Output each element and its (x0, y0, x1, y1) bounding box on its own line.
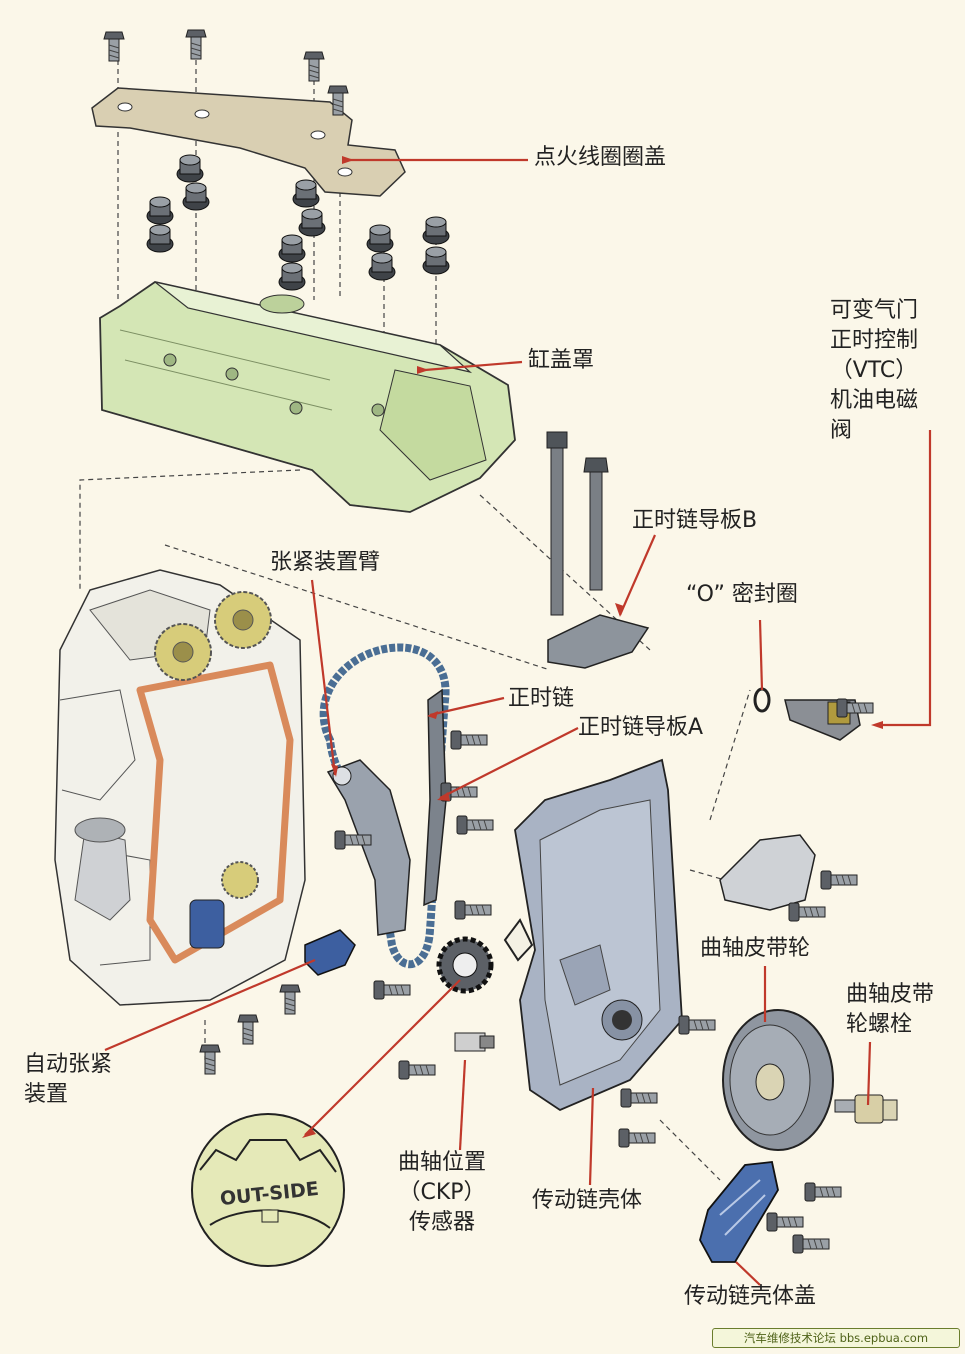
leader-lines (104, 158, 932, 1286)
engine-mount-bracket (719, 834, 816, 911)
label-chain-guide-a: 正时链导板A (578, 715, 704, 740)
chain-case-cover (699, 1161, 779, 1263)
label-vtc-valve: 可变气门 正时控制 （VTC） 机油电磁 阀 (830, 296, 918, 446)
watermark-stamp: 汽车维修技术论坛 bbs.epbua.com (712, 1328, 960, 1348)
chain-case (514, 758, 683, 1112)
label-vtc-line4: 机油电磁 (830, 388, 919, 413)
label-timing-chain: 正时链 (508, 686, 575, 711)
chain-guide-a (423, 688, 447, 907)
crank-pulley (722, 1009, 834, 1151)
label-auto-tensioner: 自动张紧 装置 (24, 1050, 112, 1110)
label-ckp-line2: （CKP） (398, 1180, 486, 1205)
o-ring (753, 687, 771, 713)
label-auto-tensioner-line1: 自动张紧 (24, 1052, 113, 1077)
leader-arrowheads (302, 156, 883, 1138)
out-side-closeup: OUT-SIDE (191, 1113, 345, 1267)
ckp-sensor (454, 1032, 495, 1052)
label-auto-tensioner-line2: 装置 (24, 1082, 69, 1107)
label-crank-bolt-line2: 轮螺栓 (846, 1012, 913, 1037)
label-vtc-line3: （VTC） (830, 358, 918, 383)
chain-guide-b-bolts (546, 431, 609, 616)
crank-sprocket (436, 936, 494, 994)
label-o-ring: “O” 密封圈 (686, 582, 798, 607)
cover-nuts (146, 154, 450, 291)
auto-tensioner (304, 929, 356, 976)
cylinder-head-cover (99, 281, 516, 513)
label-ignition-coil-cover: 点火线圈圈盖 (534, 145, 667, 170)
label-ckp-line3: 传感器 (409, 1210, 476, 1235)
small-gasket (503, 918, 534, 962)
engine-block (54, 569, 306, 1006)
label-chain-guide-b: 正时链导板B (632, 508, 758, 533)
label-vtc-line1: 可变气门 (830, 298, 919, 323)
label-crank-pulley: 曲轴皮带轮 (700, 936, 811, 961)
label-vtc-line5: 阀 (830, 418, 853, 443)
tensioner-arm (326, 759, 411, 936)
label-ckp-line1: 曲轴位置 (398, 1150, 487, 1175)
label-chain-case: 传动链壳体 (532, 1188, 643, 1213)
label-chain-case-cover: 传动链壳体盖 (684, 1284, 817, 1309)
label-crank-bolt-line1: 曲轴皮带 (846, 982, 935, 1007)
label-vtc-line2: 正时控制 (830, 328, 919, 353)
label-ckp-sensor: 曲轴位置 （CKP） 传感器 (398, 1148, 486, 1238)
label-crank-pulley-bolt: 曲轴皮带 轮螺栓 (846, 980, 934, 1040)
crank-pulley-bolt (834, 1094, 898, 1124)
label-tensioner-arm: 张紧装置臂 (270, 550, 381, 575)
chain-guide-b (547, 614, 650, 669)
ignition-coil-cover-plate (91, 87, 406, 197)
label-cylinder-head-cover: 缸盖罩 (528, 348, 595, 373)
